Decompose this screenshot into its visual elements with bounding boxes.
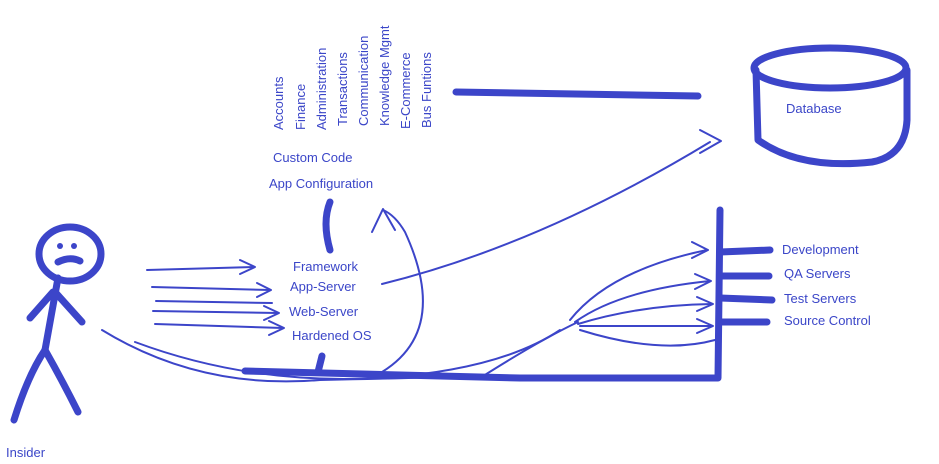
insider-leg-right — [41, 346, 82, 416]
label-app-configuration: App Configuration — [269, 176, 374, 191]
business-function-communication: Communication — [356, 35, 371, 126]
arrow-to-database — [381, 141, 711, 285]
business-function-bus-funtions: Bus Funtions — [419, 52, 434, 128]
environment-arrows — [479, 241, 716, 379]
arrow-to-framework-head — [239, 259, 256, 275]
app-config-tick — [322, 198, 334, 254]
insider-curve-high — [134, 329, 561, 380]
arrow-env-3-head — [696, 296, 714, 312]
arrow-env-4-head — [696, 318, 714, 334]
insider-stick-figure — [10, 223, 105, 424]
arrow-env-1-head — [691, 241, 709, 259]
branch-test-servers — [716, 294, 776, 304]
loop-arrow-head — [371, 208, 396, 233]
branch-development — [716, 246, 774, 256]
label-database: Database — [786, 101, 842, 116]
database-cylinder — [750, 44, 911, 168]
label-source-control: Source Control — [784, 313, 871, 328]
arrow-to-app-server — [151, 286, 271, 291]
arrow-env-3 — [577, 303, 713, 325]
label-qa-servers: QA Servers — [784, 266, 851, 281]
arrow-to-web-server-head — [263, 305, 280, 321]
insider-arm-right — [51, 288, 86, 326]
insider-arm-left — [26, 288, 57, 322]
attack-arrows — [146, 259, 285, 336]
arrow-to-hardened-os — [154, 323, 284, 329]
business-function-finance: Finance — [293, 83, 308, 130]
label-framework: Framework — [293, 259, 359, 274]
label-development: Development — [782, 242, 859, 257]
insider-head — [35, 223, 105, 285]
business-function-transactions: Transactions — [335, 52, 350, 126]
arrow-env-6 — [479, 321, 579, 379]
arrow-to-app-server-head — [256, 282, 272, 298]
label-hardened-os: Hardened OS — [292, 328, 372, 343]
insider-eye-right — [71, 243, 77, 249]
business-functions-bar — [452, 88, 702, 100]
insider-leg-left — [10, 346, 49, 424]
arrow-env-1 — [569, 249, 708, 321]
insider-curve-low — [101, 329, 476, 383]
business-function-accounts: Accounts — [271, 76, 286, 130]
business-function-administration: Administration — [314, 47, 329, 130]
label-custom-code: Custom Code — [273, 150, 353, 165]
business-function-knowledge-mgmt: Knowledge Mgmt — [377, 25, 392, 126]
insider-eye-left — [57, 243, 63, 249]
arrow-to-database-head — [699, 129, 722, 154]
arrow-env-5 — [579, 329, 716, 347]
label-insider: Insider — [6, 445, 46, 460]
label-web-server: Web-Server — [289, 304, 359, 319]
arrow-to-hardened-os-head — [268, 320, 285, 336]
hardened-os-tick — [314, 352, 326, 376]
arrow-to-web-server — [152, 310, 279, 314]
database-top — [750, 44, 910, 92]
arrow-env-2-head — [694, 273, 712, 290]
business-function-e-commerce: E-Commerce — [398, 52, 413, 129]
loop-arrow-to-app-config — [381, 209, 424, 373]
arrow-to-framework — [146, 266, 255, 271]
label-app-server: App-Server — [290, 279, 356, 294]
arrow-env-2 — [574, 280, 711, 323]
insider-mouth — [54, 255, 84, 266]
environment-branches — [716, 246, 776, 326]
label-test-servers: Test Servers — [784, 291, 857, 306]
arrow-extra — [155, 300, 273, 304]
database-body — [752, 66, 911, 168]
